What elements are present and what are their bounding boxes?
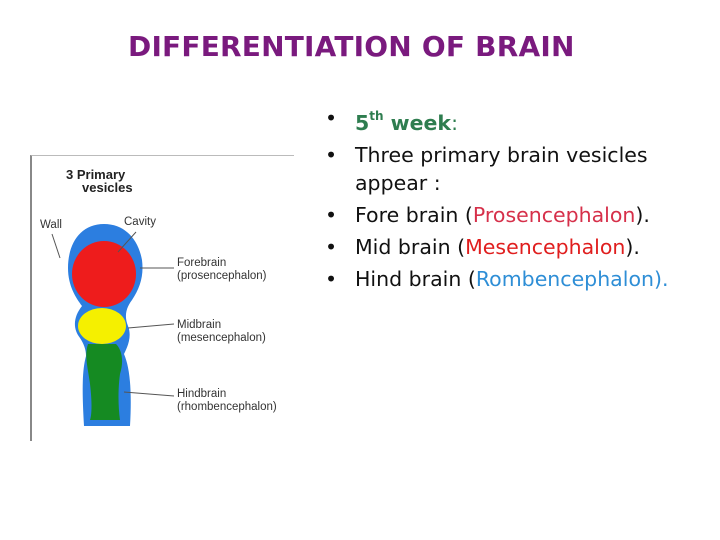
- hind-brain-prefix: Hind brain (: [355, 266, 476, 291]
- bullet-three-vesicles: • Three primary brain vesicles appear :: [325, 141, 715, 197]
- cavity-label: Cavity: [124, 216, 156, 228]
- wall-label: Wall: [40, 219, 62, 231]
- bullet-dot: •: [325, 106, 338, 130]
- page-title: DIFFERENTIATION OF BRAIN: [128, 30, 575, 63]
- bullet-dot: •: [325, 142, 338, 167]
- midbrain-label: Midbrain: [177, 319, 222, 331]
- bullet-dot: •: [325, 234, 338, 259]
- prosencephalon-term: Prosencephalon: [472, 202, 636, 227]
- hindbrain-vesicle: [86, 344, 123, 420]
- brain-vesicles-figure: 3 Primary vesicles Wall Cavity Forebrain…: [30, 155, 294, 441]
- bullet-mid-brain: • Mid brain (Mesencephalon).: [325, 233, 715, 261]
- figure-heading-line1: 3 Primary: [66, 167, 126, 182]
- brain-vesicles-drawing: [51, 224, 175, 426]
- forebrain-sub-label: (prosencephalon): [177, 270, 267, 282]
- midbrain-sub-label: (mesencephalon): [177, 332, 266, 344]
- bullet-list: • 5th week: • Three primary brain vesicl…: [325, 104, 715, 297]
- three-vesicles-text: Three primary brain vesicles appear :: [355, 142, 648, 195]
- rombencephalon-term: Rombencephalon).: [475, 266, 669, 291]
- mid-brain-prefix: Mid brain (: [355, 234, 466, 259]
- week-colon: :: [451, 110, 458, 135]
- mid-brain-suffix: ).: [625, 234, 640, 259]
- midbrain-vesicle: [78, 308, 126, 344]
- bullet-dot: •: [325, 202, 338, 227]
- figure-heading-line2: vesicles: [82, 180, 133, 195]
- mesencephalon-term: Mesencephalon: [465, 234, 626, 259]
- bullet-hind-brain: • Hind brain (Rombencephalon).: [325, 265, 715, 293]
- bullet-week: • 5th week:: [325, 104, 715, 137]
- hindbrain-label: Hindbrain: [177, 388, 227, 400]
- fore-brain-suffix: ).: [635, 202, 650, 227]
- hindbrain-sub-label: (rhombencephalon): [177, 401, 277, 413]
- fore-brain-prefix: Fore brain (: [355, 202, 473, 227]
- forebrain-label: Forebrain: [177, 257, 227, 269]
- bullet-dot: •: [325, 266, 338, 291]
- forebrain-vesicle: [72, 241, 136, 307]
- bullet-fore-brain: • Fore brain (Prosencephalon).: [325, 201, 715, 229]
- week-text: 5th week: [355, 109, 452, 135]
